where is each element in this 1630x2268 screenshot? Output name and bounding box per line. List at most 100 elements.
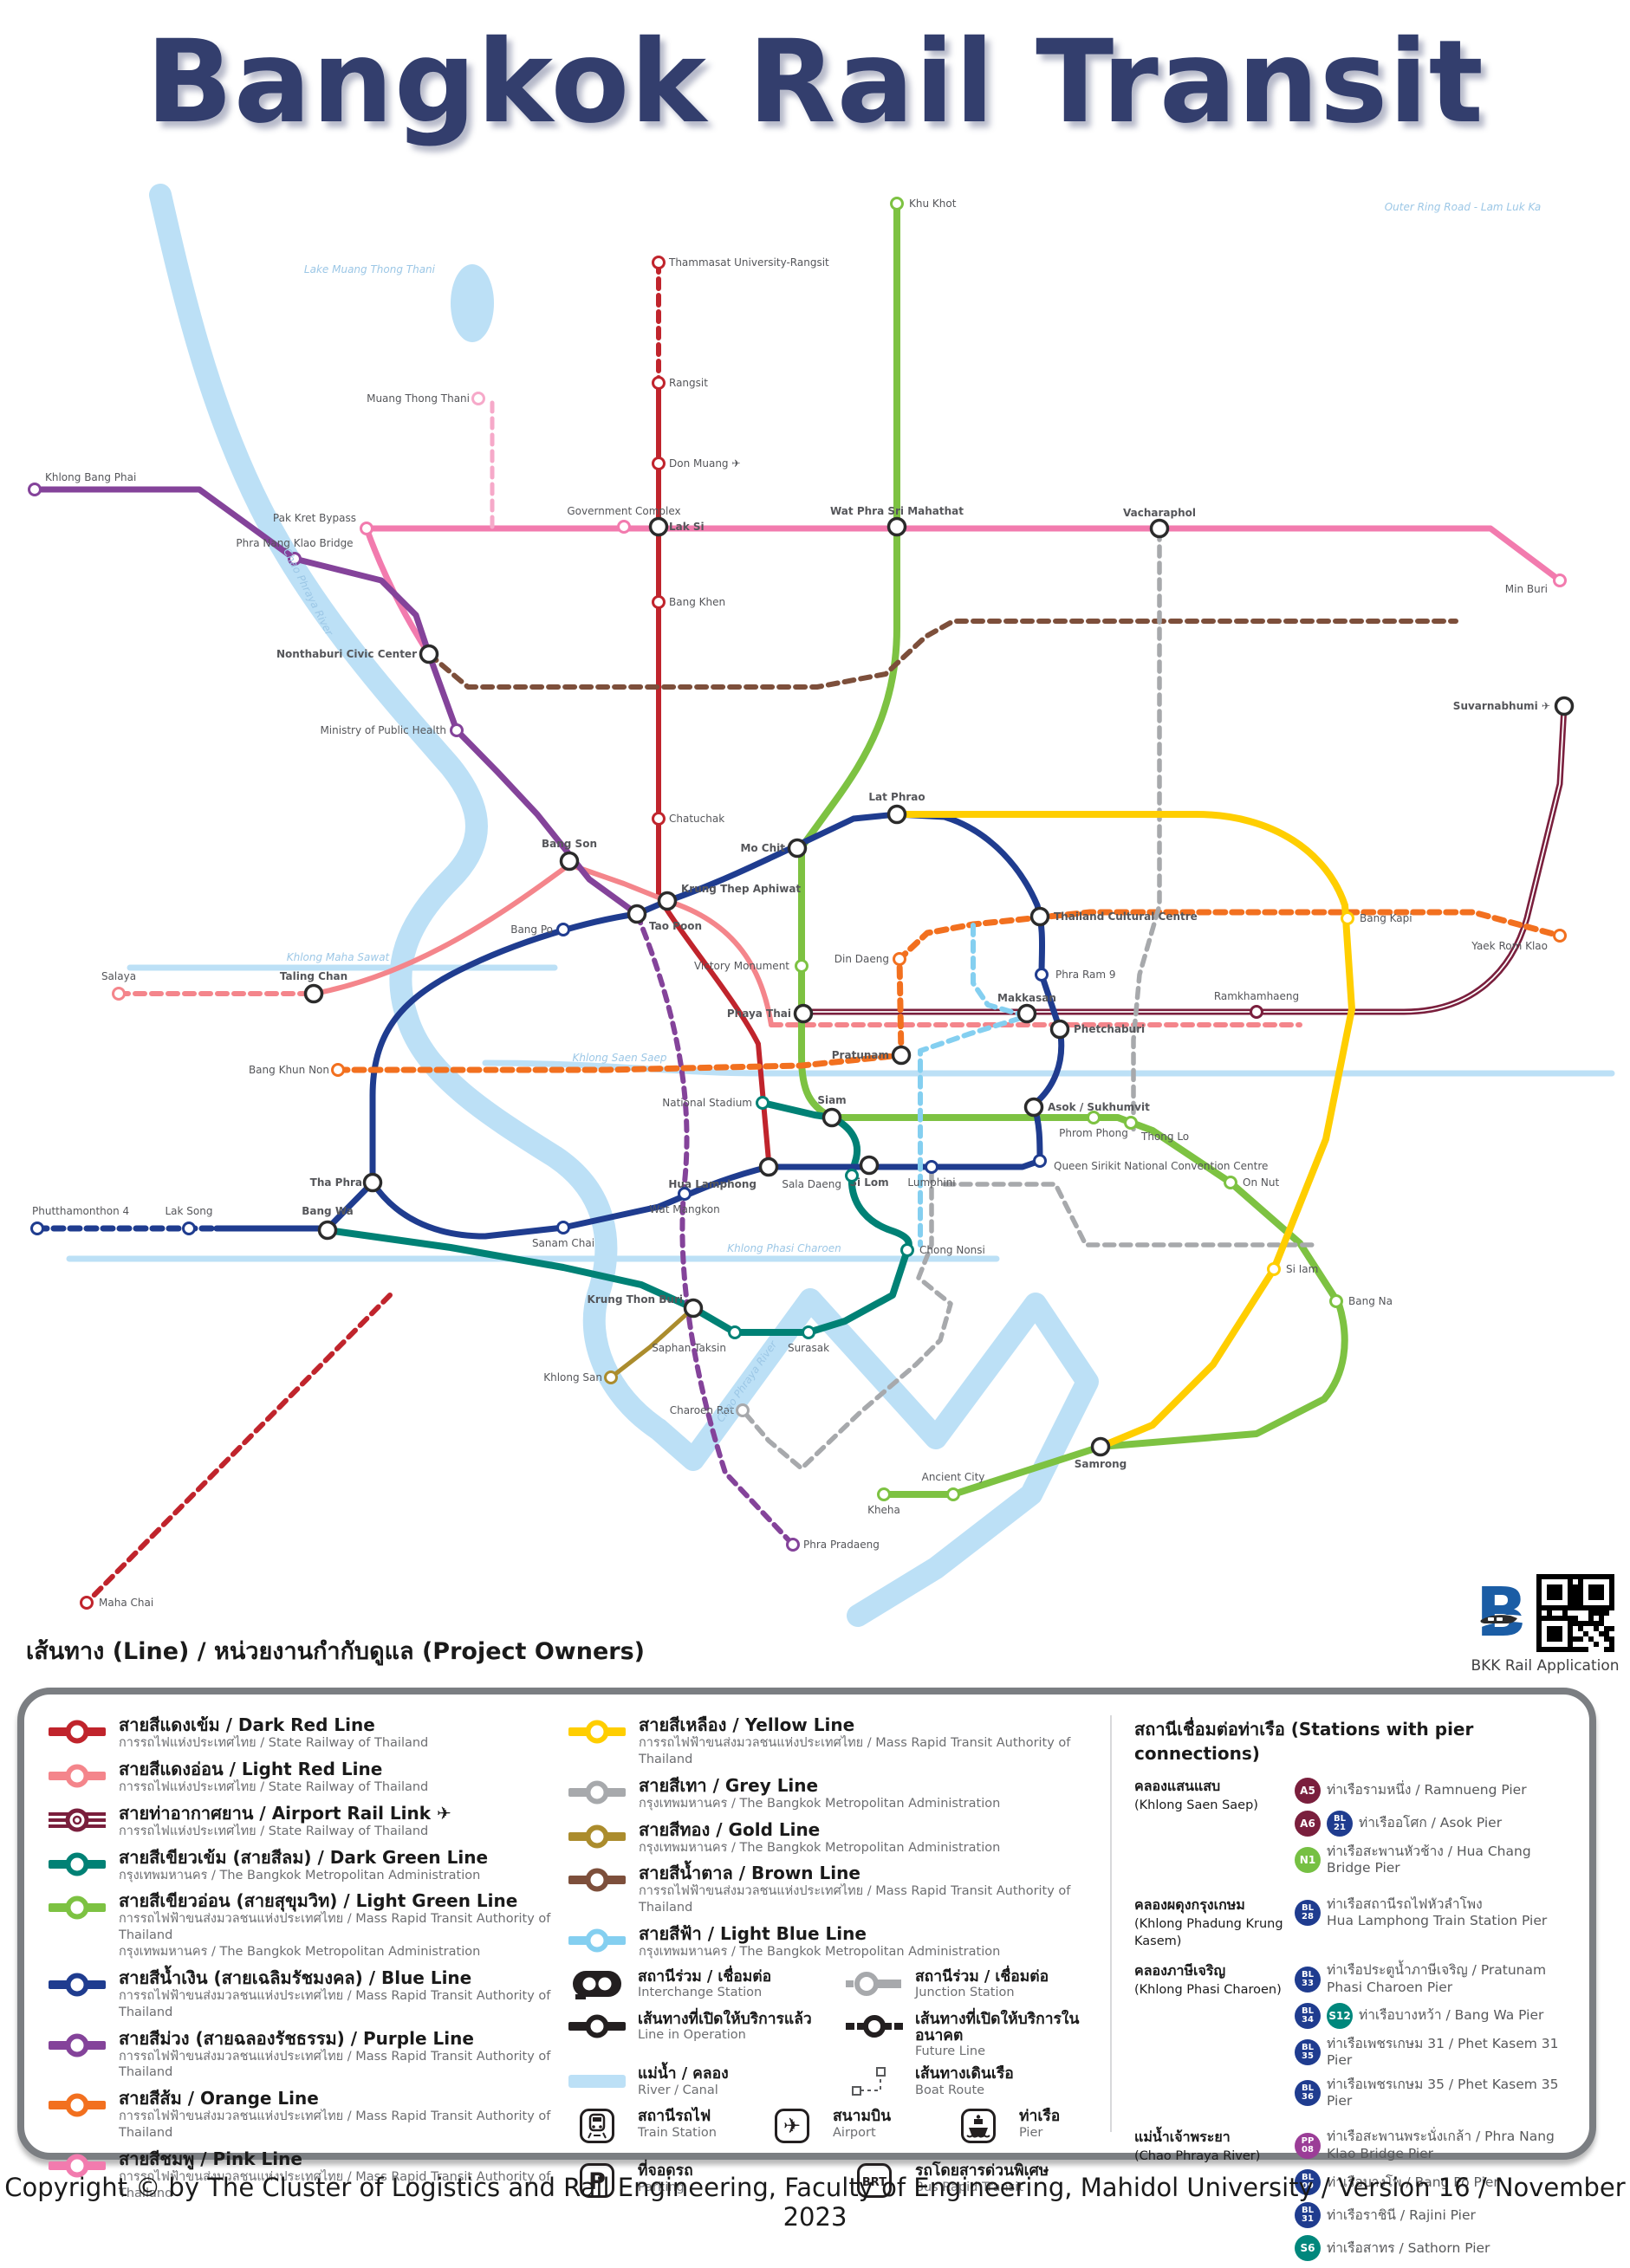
station-code-badge: N1: [1295, 1847, 1321, 1874]
station-marker: [793, 1003, 814, 1024]
yellow-line: [893, 811, 1355, 1450]
legend-symbol-subtitle: Interchange Station: [638, 1986, 763, 2000]
pier-name: ท่าเรือบางโพ / Bang Po Pier: [1327, 2174, 1499, 2190]
legend-line-owner: การรถไฟแห่งประเทศไทย / State Railway of …: [119, 1824, 429, 1838]
station-marker: [1267, 1262, 1281, 1276]
purple-south-future: [634, 911, 796, 1547]
legend-line-item: สายสีเขียวอ่อน (สายสุขุมวิท) / Light Gre…: [49, 1891, 568, 1960]
station-marker: [1016, 1003, 1037, 1024]
bkk-app-label: BKK Rail Application: [1471, 1657, 1620, 1675]
water-label: Lake Muang Thong Thani: [304, 263, 436, 275]
station-marker: [1087, 1111, 1101, 1124]
station-label: Ramkhamhaeng: [1214, 990, 1299, 1002]
legend-symbol-title: ที่จอดรถ: [638, 2162, 693, 2181]
station-marker: [758, 1157, 779, 1177]
station-marker: [1554, 696, 1575, 716]
station-label: Tao Poon: [649, 920, 702, 932]
station-label: Don Muang ✈: [669, 457, 740, 470]
legend-line-owner: การรถไฟฟ้าขนส่งมวลชนแห่งประเทศไทย / Mass…: [119, 2109, 551, 2141]
station-marker: [1090, 1436, 1111, 1457]
station-label: Phetchaburi: [1074, 1023, 1145, 1035]
legend-line-title: สายสีส้ม / Orange Line: [119, 2088, 319, 2109]
station-label: Maha Chai: [99, 1597, 153, 1609]
station-marker: [786, 1538, 800, 1552]
legend-symbol-subtitle: Parking: [638, 2180, 685, 2194]
legend-line-title: สายสีแดงอ่อน / Light Red Line: [119, 1758, 383, 1779]
station-code-badge: A5: [1295, 1778, 1321, 1804]
station-label: Tha Phra: [310, 1176, 362, 1189]
station-code-badge: A6: [1295, 1811, 1321, 1837]
legend-line-title: สายสีฟ้า / Light Blue Line: [639, 1923, 867, 1945]
legend-symbol-subtitle: River / Canal: [638, 2083, 718, 2097]
legend-line-title: สายสีเขียวเข้ม (สายสีลม) / Dark Green Li…: [119, 1846, 489, 1868]
grey-south-future: [740, 1170, 953, 1471]
pier-name: ท่าเรือสะพานพระนั่งเกล้า / Phra Nang Kla…: [1327, 2129, 1555, 2161]
station-label: Si Lom: [849, 1176, 888, 1189]
station-marker: [657, 891, 678, 911]
station-label: Yaek Rom Klao: [1471, 940, 1548, 952]
station-marker: [112, 987, 126, 1001]
station-marker: [652, 256, 666, 269]
legend-symbol-subtitle: Pier: [1019, 2125, 1043, 2140]
line-swatch-icon: [49, 1968, 106, 2021]
pier-name: ท่าเรือบางหว้า / Bang Wa Pier: [1359, 2007, 1544, 2024]
legend-symbol-title: สนามบิน: [833, 2108, 892, 2126]
station-label: Makkasan: [997, 992, 1056, 1004]
station-label: Mo Chit: [740, 842, 785, 854]
station-marker: [556, 923, 570, 936]
station-marker: [1553, 573, 1567, 587]
station-label: Rangsit: [669, 377, 708, 389]
legend-symbol-subtitle: Junction Station: [915, 1986, 1015, 2000]
legend-symbol-title: แม่น้ำ / คลอง: [638, 2065, 729, 2083]
station-marker: [886, 804, 907, 825]
station-marker: [1023, 1097, 1044, 1118]
station-label: Phra Ram 9: [1055, 969, 1116, 981]
legend-symbol-subtitle: Line in Operation: [638, 2028, 746, 2043]
station-marker: [652, 812, 666, 826]
station-label: Bang Kapi: [1360, 912, 1412, 924]
station-label: Wat Phra Sri Mahathat: [830, 505, 964, 517]
pier-waterway-name: คลองแสนแสบ(Khlong Saen Saep): [1134, 1778, 1258, 1812]
station-label: Thailand Cultural Centre: [1054, 910, 1198, 923]
station-label: Khlong San: [543, 1371, 602, 1383]
station-marker: [28, 483, 42, 496]
line-dashed-icon: [846, 2012, 903, 2059]
pier-name: ท่าเรือสะพานหัวช้าง / Hua Chang Bridge P…: [1327, 1844, 1531, 1876]
svg-text:✈: ✈: [783, 2114, 801, 2138]
station-marker: [859, 1155, 880, 1176]
station-label: Ancient City: [922, 1471, 985, 1483]
legend-symbol-title: เส้นทางที่เปิดให้บริการแล้ว: [638, 2010, 812, 2028]
line-swatch-icon: [49, 1804, 106, 1840]
legend-symbol-subtitle: Bus Rapid Transit: [915, 2180, 1024, 2194]
page-title: Bangkok Rail Transit: [146, 16, 1484, 149]
station-label: Queen Sirikit National Convention Centre: [1054, 1160, 1268, 1172]
airport-icon: ✈: [763, 2109, 821, 2147]
pier-name: ท่าเรือประตูน้ำภาษีเจริญ / Pratunam Phas…: [1327, 1962, 1547, 1995]
station-marker: [288, 552, 302, 566]
water-label: Khlong Maha Sawat: [287, 951, 391, 963]
legend-line-title: สายสีชมพู / Pink Line: [119, 2148, 302, 2169]
water-label: Khlong Saen Saep: [573, 1052, 667, 1064]
water-label: Outer Ring Road - Lam Luk Ka: [1385, 201, 1542, 213]
pier-name: ท่าเรือเพชรเกษม 35 / Phet Kasem 35 Pier: [1327, 2076, 1559, 2109]
station-code-badge: S6: [1295, 2235, 1321, 2262]
line-swatch-icon: [568, 1863, 626, 1916]
legend-line-title: สายสีเหลือง / Yellow Line: [639, 1714, 855, 1735]
dark-green-line: [324, 1099, 912, 1336]
station-marker: [683, 1298, 704, 1319]
station-marker: [946, 1487, 960, 1501]
